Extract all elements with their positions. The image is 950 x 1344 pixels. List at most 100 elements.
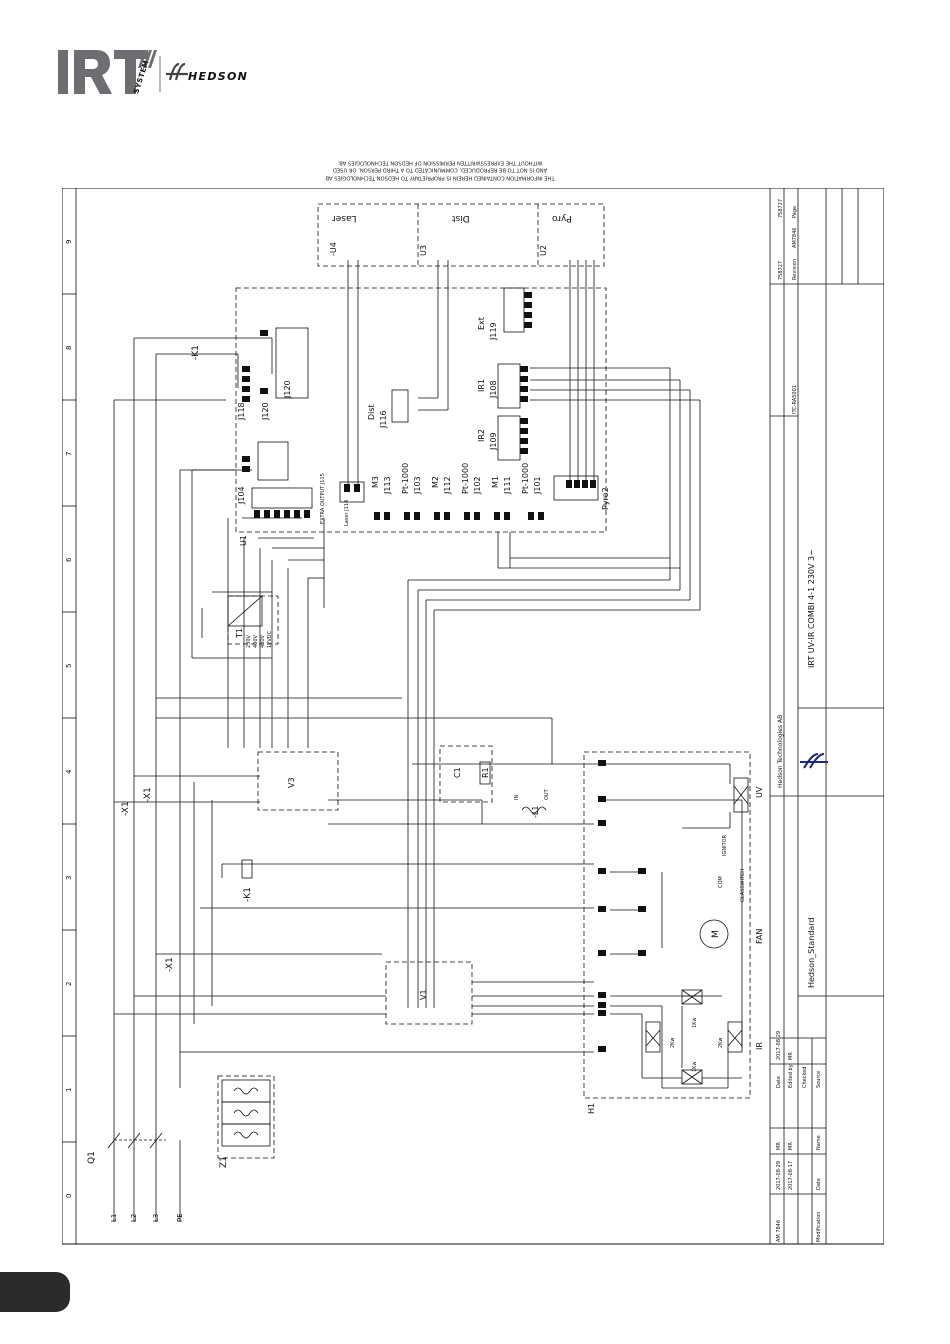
ir2-label: IR2 [477, 429, 486, 442]
grid-number: 6 [65, 557, 73, 562]
mod-row-name: MR [776, 1142, 782, 1150]
motor-label: M [711, 930, 721, 938]
notice-line: AND IS NOT TO BE REPRODUCED, COMMUNICATE… [332, 167, 548, 173]
standard-name: Hedson_Standard [807, 917, 816, 988]
h1-label: H1 [587, 1103, 596, 1114]
dist-sensor-label: Dist [452, 213, 470, 223]
j116-label: J116 [379, 410, 388, 429]
relay-j104 [257, 441, 289, 481]
v3-label: V3 [287, 777, 296, 788]
grid-number: 2 [65, 982, 73, 986]
page-tab [0, 1272, 70, 1312]
ir-section-label: IR [755, 1042, 764, 1050]
edited-label: Edited by [788, 1064, 794, 1088]
mod-row-date: 2017-08-17 [788, 1161, 794, 1190]
glasswitch-label: GLASSWITCH [740, 869, 746, 902]
checked-label: Checked [802, 1067, 808, 1088]
proprietary-notice: THE INFORMATION CONTAINED HEREIN IS PROP… [290, 158, 590, 181]
revision-value: AM7846 [792, 228, 798, 248]
relay-k1-upper [275, 327, 309, 399]
t1-spec: 400V [253, 634, 259, 648]
connector-j108 [497, 363, 521, 409]
u4-label: -U4 [329, 242, 338, 256]
v1-label: V1 [419, 989, 428, 1000]
transformer-t1 [227, 595, 263, 627]
j120-label: J120 [261, 402, 270, 421]
mod-row-date: 2017-08-29 [776, 1161, 782, 1190]
x1-label: -X1 [143, 787, 153, 802]
coil-in-label: IN [514, 795, 520, 800]
u1-label: U1 [239, 535, 248, 546]
page-value: 758727 [778, 199, 784, 218]
m3-label: M3 [371, 476, 380, 488]
relay-k1 [241, 859, 253, 879]
j111-label: J111 [503, 476, 512, 495]
t1-spec: 12VDC [267, 630, 273, 648]
supply-pe-label: PE [176, 1213, 184, 1222]
m2-label: M2 [431, 476, 440, 488]
notice-line: WITHOUT THE EXPRESSWRITTEN PERMISSION OF… [337, 159, 543, 166]
j104-label: J104 [237, 486, 246, 505]
supply-l3-label: L3 [152, 1214, 160, 1222]
mod-row-id: AM 7846 [776, 1220, 782, 1242]
pt1000-2-label: Pt-1000 [461, 463, 470, 494]
grid-number: 9 [65, 240, 73, 244]
connector-j119 [503, 287, 525, 333]
j109-label: J109 [489, 432, 498, 451]
connector-j114 [339, 481, 365, 503]
connector-pyro2 [553, 475, 599, 501]
com-label: COM [718, 876, 724, 888]
fan-section-label: FAN [755, 929, 764, 944]
date-label: Date [776, 1076, 782, 1088]
grid-number: 1 [65, 1088, 73, 1092]
m1-label: M1 [491, 476, 500, 488]
supply-l1-label: L1 [110, 1214, 118, 1222]
connector-j109 [497, 415, 521, 461]
name-label: Name [816, 1135, 822, 1150]
grid-number: 3 [65, 876, 73, 880]
j118-label: J118 [237, 402, 246, 421]
schematic-sheet: 0 1 2 3 4 5 6 7 8 9 L1 L2 L3 PE Q1 Z1 -X… [62, 188, 884, 1245]
k1-label: -K1 [191, 345, 201, 360]
mod-row-name: MR [788, 1142, 794, 1150]
ir-lamp-power: 1Kw [692, 1017, 698, 1028]
coil-out-label: OUT [544, 788, 550, 800]
irt-hedson-logo: SYSTEM HEDSON [58, 50, 247, 95]
pt1000-1-label: Pt-1000 [401, 463, 410, 494]
ir-lamp-2kw-2-icon [727, 1021, 743, 1053]
supply-l2-label: L2 [130, 1214, 138, 1222]
j119-label: J119 [489, 322, 498, 341]
grid-number: 4 [65, 769, 73, 774]
j102-label: J102 [473, 476, 482, 495]
drawing-title: IRT UV-IR COMBI 4-1 230V 3~ [807, 549, 816, 668]
j112-label: J112 [443, 476, 452, 495]
revision-label: Revision [792, 259, 798, 280]
grid-number: 8 [65, 346, 73, 350]
laser-label: Laser [332, 213, 357, 223]
j101-label: J101 [533, 476, 542, 495]
q1-label: Q1 [87, 1151, 97, 1164]
ir-lamp-power: 2Kw [670, 1037, 676, 1048]
resistor-r1 [479, 761, 491, 785]
uv-section-label: UV [755, 786, 764, 798]
pyro-label: Pyro [552, 213, 572, 223]
laser-j114-label: Laser J114 [344, 500, 350, 526]
fan-motor-icon [699, 919, 729, 949]
k1-label: -K1 [243, 887, 253, 902]
x1-label: -X1 [121, 801, 131, 816]
edited-value: MR [788, 1052, 794, 1060]
z1-label: Z1 [219, 1156, 229, 1168]
j120-label: J120 [283, 380, 292, 399]
j113-label: J113 [383, 476, 392, 495]
ext-label: Ext [477, 317, 486, 330]
l1-coil-label: -L1 [531, 806, 540, 818]
ignitor-label: IGNITOR [722, 834, 728, 856]
modification-label: Modification [816, 1212, 822, 1242]
u2-label: U2 [539, 245, 548, 256]
grid-number: 0 [65, 1194, 73, 1198]
c1-label: C1 [453, 767, 462, 778]
extra-output-j115 [251, 487, 313, 509]
j108-label: J108 [489, 380, 498, 399]
company-name: Hedson Technologies AB [777, 715, 784, 788]
ir-lamp-1kw-icon [681, 989, 703, 1005]
